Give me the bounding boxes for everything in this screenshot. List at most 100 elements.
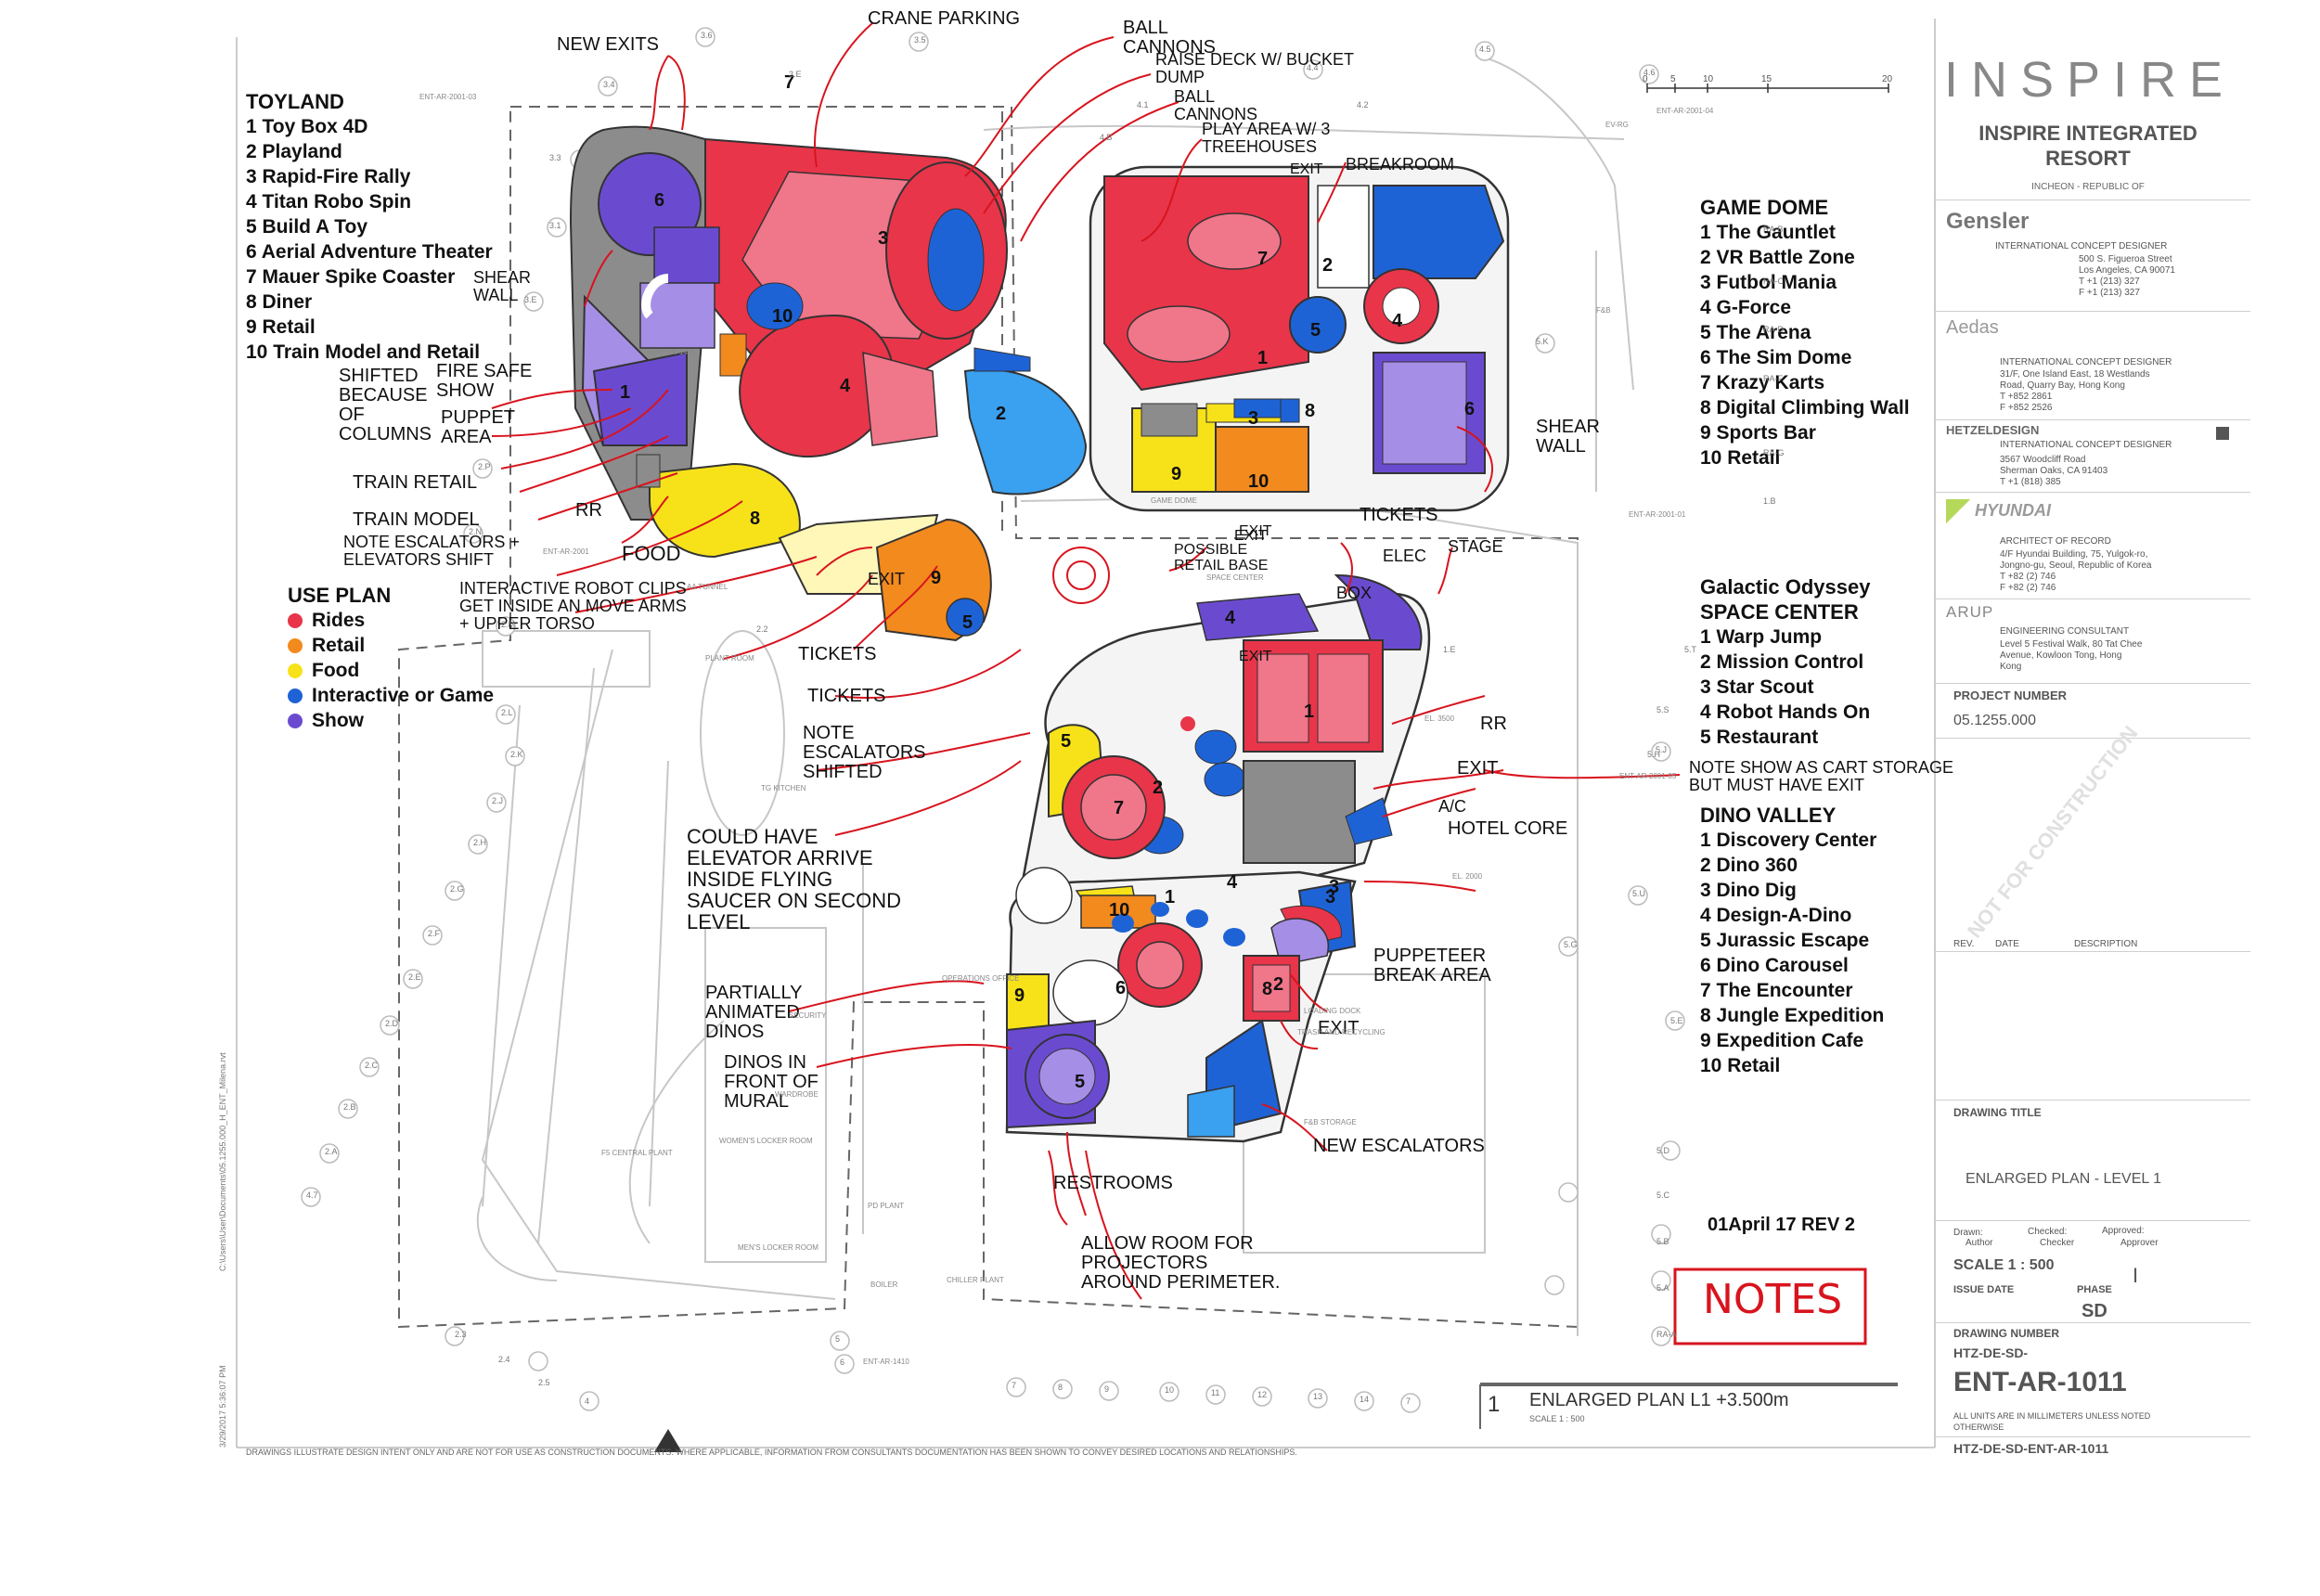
grid-label: 2.5 [538, 1378, 550, 1387]
plan-annotation: F&B STORAGE [1304, 1118, 1357, 1126]
grid-label: 5.T [1684, 645, 1697, 654]
markup-note: NEW EXITS [557, 34, 660, 55]
grid-label: 2.G [450, 884, 464, 894]
legend-item: 1 The Gauntlet [1700, 222, 1836, 243]
north-arrow-icon [654, 1429, 682, 1452]
grid-label: 5.A [1656, 1283, 1669, 1293]
markup-note: TICKETS [1360, 505, 1438, 525]
markup-note: NOTE ESCALATORS SHIFTED [803, 723, 926, 782]
color-dot-icon [288, 638, 303, 653]
plan-title: ENLARGED PLAN L1 +3.500m [1529, 1390, 1789, 1410]
markup-note: FOOD [622, 542, 681, 565]
context-lines [476, 55, 1634, 1336]
markup-note: PARTIALLY ANIMATED DINOS [705, 983, 803, 1042]
markup-note: RR [1480, 714, 1507, 734]
markup-note: BALL CANNONS [1174, 87, 1258, 123]
grid-label: 11 [1211, 1388, 1220, 1397]
plan-annotation: WOMEN'S LOCKER ROOM [719, 1137, 813, 1145]
legend-item: 7 The Encounter [1700, 980, 1853, 1001]
markup-note: EXIT [1239, 649, 1272, 664]
use-plan-item: Rides [288, 608, 494, 633]
use-plan-label: Show [312, 710, 364, 731]
drawing-number-prefix: HTZ-DE-SD- [1953, 1345, 2029, 1360]
markup-note: TRAIN RETAIL [353, 472, 478, 493]
plan-annotation: ENT-AR-2001-01 [1629, 510, 1686, 519]
legend-item: 8 Diner [246, 291, 313, 313]
legend-item: 6 Dino Carousel [1700, 955, 1849, 976]
grid-label: 5.G [1564, 940, 1578, 949]
plan-annotation: EV-RG [1605, 121, 1629, 129]
game-dome-plan [1089, 165, 1510, 512]
plan-annotation: ENT-AR-14-3 [650, 348, 695, 356]
project-location: INCHEON - REPUBLIC OF [2031, 182, 2145, 192]
plan-number: 1 [1488, 1392, 1501, 1417]
rev-col-rev: REV. [1953, 939, 1975, 949]
markup-note: EXIT [868, 570, 906, 588]
markup-note: BOX [1336, 584, 1373, 602]
grid-label: 5.K [1536, 337, 1549, 346]
markup-note: PLAY AREA W/ 3 TREEHOUSES [1202, 120, 1331, 156]
grid-label: RA-B [1763, 225, 1784, 234]
revision-number: I [2133, 1264, 2139, 1287]
plan-area-number: 7 [1114, 798, 1125, 818]
plan-area-number: 10 [1248, 471, 1270, 492]
grid-label: 6 [840, 1358, 845, 1367]
grid-label: RA-G [1763, 448, 1785, 457]
legend-item: 9 Expedition Cafe [1700, 1030, 1864, 1051]
grid-label: 1.E [1443, 645, 1456, 654]
plan-area-number: 5 [1310, 320, 1321, 341]
markup-note: NOTE SHOW AS CART STORAGE BUT MUST HAVE … [1689, 758, 1954, 794]
markup-note: SHEAR WALL [473, 268, 532, 304]
address-line: 31/F, One Island East, 18 Westlands [2000, 369, 2150, 380]
plan-annotation: MEN'S LOCKER ROOM [738, 1243, 818, 1252]
grid-label: 4.B [1100, 133, 1113, 142]
grid-label: 4.1 [1137, 100, 1149, 109]
scale-tick-label: 0 [1643, 74, 1648, 84]
legend-item: 3 Star Scout [1700, 676, 1814, 698]
plan-area-number: 9 [931, 568, 942, 588]
grid-label: 5.C [1656, 1191, 1670, 1200]
notes-box-frame [1673, 1268, 1867, 1345]
checked-label: Checked: [2028, 1227, 2068, 1237]
grid-label: 3.5 [914, 35, 926, 45]
plan-annotation: CHILLER PLANT [947, 1276, 1004, 1284]
grid-label: 2.C [365, 1061, 379, 1070]
markup-note: EXIT [1457, 758, 1499, 779]
legend-item: 8 Jungle Expedition [1700, 1005, 1885, 1026]
plan-area-number: 6 [1115, 978, 1127, 998]
use-plan-title: USE PLAN [288, 584, 392, 607]
address-line: Jongno-gu, Seoul, Republic of Korea [2000, 560, 2152, 571]
plan-area-number: 2 [1153, 778, 1164, 798]
plan-scale: SCALE 1 : 500 [1529, 1414, 1585, 1423]
grid-label: RA-A [1656, 1330, 1677, 1339]
scale-tick-label: 15 [1761, 74, 1772, 84]
grid-label: 4.4 [1307, 63, 1319, 72]
grid-label: 2.4 [498, 1355, 510, 1364]
space-center-plan [1019, 573, 1431, 902]
legend-item: 7 Krazy Karts [1700, 372, 1825, 393]
grid-label: 2.N [469, 527, 483, 536]
scale-tick-label: 20 [1882, 74, 1893, 84]
plan-area-number: 2 [996, 404, 1007, 424]
markup-note: TICKETS [798, 644, 877, 664]
address-line: T +852 2861 [2000, 392, 2053, 402]
plan-area-number: 5 [1061, 731, 1072, 752]
grid-label: 5.U [1632, 889, 1646, 898]
address-line: F +82 (2) 746 [2000, 583, 2056, 593]
issue-date-label: ISSUE DATE [1953, 1284, 2015, 1295]
drawing-title-label: DRAWING TITLE [1953, 1106, 2042, 1119]
color-dot-icon [288, 613, 303, 628]
toyland-title: TOYLAND [246, 90, 344, 113]
grid-label: RA-D [1763, 325, 1784, 334]
gensler-role: INTERNATIONAL CONCEPT DESIGNER [1995, 241, 2168, 251]
plan-area-number: 1 [1165, 887, 1176, 907]
gensler-logo: Gensler [1946, 209, 2030, 234]
plan-annotation: OPERATIONS OFFICE [942, 974, 1020, 983]
use-plan-item: Retail [288, 633, 494, 658]
